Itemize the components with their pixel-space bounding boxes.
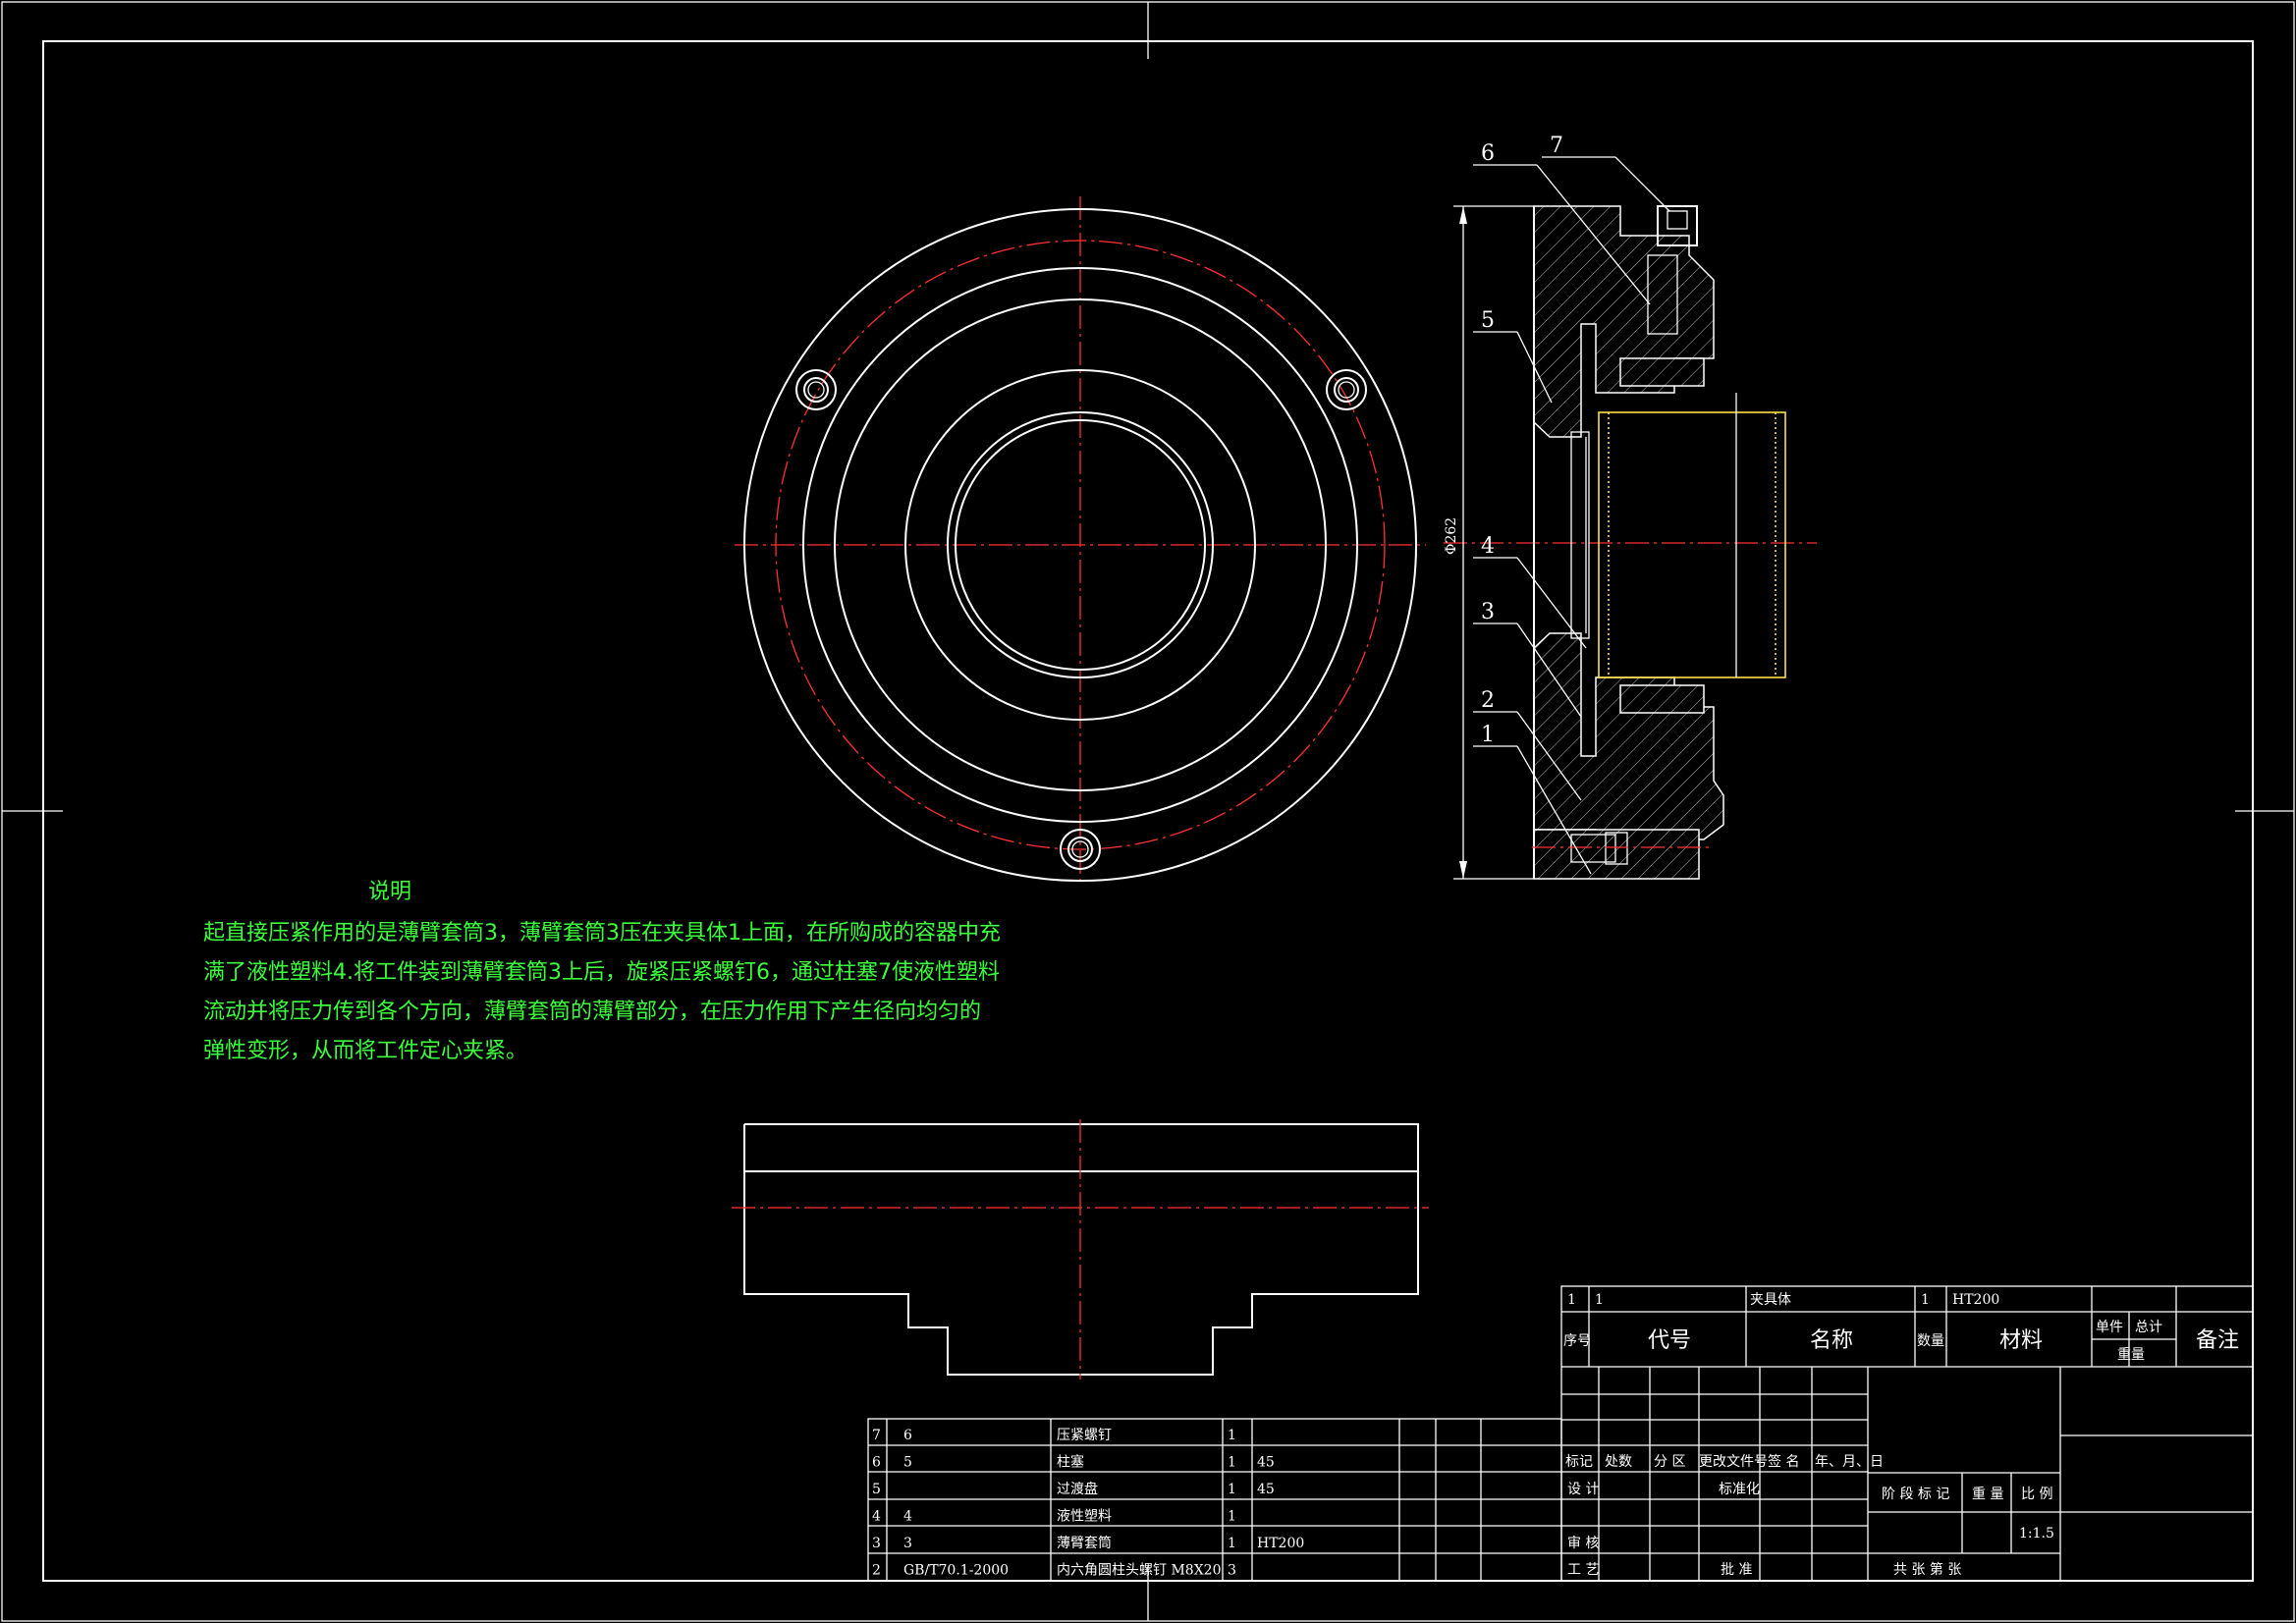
notes-line: 满了液性塑料4.将工件装到薄臂套筒3上后，旋紧压紧螺钉6，通过柱塞7使液性塑料 <box>203 960 1000 985</box>
tb-standard: 标准化 <box>1719 1482 1760 1497</box>
tb-zone: 分 区 <box>1654 1454 1685 1470</box>
bom-cell-seq: 7 <box>872 1428 881 1443</box>
top-row-qty: 1 <box>1921 1292 1930 1308</box>
bom-cell-name: 液性塑料 <box>1057 1509 1112 1525</box>
svg-text:4: 4 <box>1481 534 1495 559</box>
svg-text:2: 2 <box>1481 688 1495 713</box>
balloon-6: 6 <box>1473 141 1651 305</box>
header-weight: 重量 <box>2117 1347 2145 1363</box>
tb-doc-no: 更改文件号 <box>1699 1454 1768 1470</box>
bom-table <box>867 1418 1562 1582</box>
bom-cell-name: 压紧螺钉 <box>1057 1428 1112 1443</box>
svg-text:6: 6 <box>1481 141 1495 166</box>
bom-cell-name: 内六角圆柱头螺钉 M8X20 <box>1057 1563 1221 1579</box>
tb-count: 处数 <box>1605 1454 1632 1470</box>
svg-text:3: 3 <box>1481 600 1495 624</box>
top-row-material: HT200 <box>1952 1292 1999 1308</box>
bom-cell-material: 45 <box>1257 1455 1275 1471</box>
section-view: Φ262 6 7 5 4 3 2 1 <box>1444 134 1817 880</box>
header-seq: 序号 <box>1563 1333 1591 1349</box>
tb-stage: 阶 段 标 记 <box>1882 1487 1949 1502</box>
tb-weight: 重 量 <box>1972 1487 2003 1502</box>
header-material: 材料 <box>1999 1328 2043 1353</box>
header-total: 总计 <box>2135 1320 2162 1335</box>
bom-cell-code: 3 <box>903 1536 912 1551</box>
top-row-code: 1 <box>1595 1292 1604 1308</box>
balloon-3: 3 <box>1473 600 1582 718</box>
bom-cell-code: GB/T70.1-2000 <box>903 1563 1009 1579</box>
tb-scale: 1:1.5 <box>2019 1526 2054 1542</box>
bom-cell-material: HT200 <box>1257 1536 1304 1551</box>
bom-cell-qty: 1 <box>1228 1509 1236 1525</box>
front-view <box>735 196 1426 884</box>
header-unit: 单件 <box>2096 1320 2123 1335</box>
bom-cell-seq: 5 <box>872 1482 881 1497</box>
bom-cell-qty: 3 <box>1228 1563 1236 1579</box>
header-code: 代号 <box>1648 1328 1691 1353</box>
tb-mark: 标记 <box>1565 1454 1593 1470</box>
tb-scale-label: 比 例 <box>2021 1487 2052 1502</box>
tb-sheets: 共 张 第 张 <box>1893 1561 1961 1578</box>
top-row-name: 夹具体 <box>1750 1292 1791 1308</box>
bolt-hole <box>1326 369 1367 410</box>
svg-text:5: 5 <box>1481 308 1495 333</box>
title-block: 1 1 夹具体 1 HT200 序号 代号 名称 数量 材料 单件 总计 重量 … <box>1560 1285 2254 1582</box>
bolt-hole <box>1060 829 1101 870</box>
balloon-4: 4 <box>1473 534 1587 649</box>
svg-text:7: 7 <box>1550 134 1563 158</box>
bom-cell-name: 过渡盘 <box>1057 1481 1098 1497</box>
header-name: 名称 <box>1810 1328 1853 1353</box>
notes-line: 起直接压紧作用的是薄臂套筒3，薄臂套筒3压在夹具体1上面，在所购成的容器中充 <box>203 921 1001 946</box>
bom-cell-code: 5 <box>903 1455 912 1471</box>
bom-cell-qty: 1 <box>1228 1482 1236 1497</box>
bom-cell-code: 4 <box>903 1509 912 1525</box>
notes-line: 流动并将压力传到各个方向，薄臂套筒的薄臂部分，在压力作用下产生径向均匀的 <box>203 1000 982 1024</box>
bom-cell-seq: 4 <box>872 1509 881 1525</box>
top-row-seq: 1 <box>1567 1292 1576 1308</box>
bom-cell-qty: 1 <box>1228 1536 1236 1551</box>
tb-process: 工 艺 <box>1567 1562 1599 1578</box>
bom-cell-seq: 2 <box>872 1563 881 1579</box>
bom-cell-name: 柱塞 <box>1057 1454 1084 1471</box>
bom-cell-qty: 1 <box>1228 1428 1236 1443</box>
bolt-hole <box>795 369 837 410</box>
tb-approve: 批 准 <box>1721 1562 1752 1578</box>
tb-sign: 签 名 <box>1768 1453 1799 1470</box>
diameter-dimension: Φ262 <box>1444 517 1459 555</box>
bom-cell-qty: 1 <box>1228 1455 1236 1471</box>
bom-cell-name: 薄臂套筒 <box>1057 1535 1112 1551</box>
balloon-1: 1 <box>1473 723 1592 875</box>
balloon-2: 2 <box>1473 688 1582 801</box>
bom-cell-seq: 3 <box>872 1536 881 1551</box>
profile-view <box>732 1119 1429 1380</box>
balloon-5: 5 <box>1473 308 1553 404</box>
bom-cell-material: 45 <box>1257 1482 1275 1497</box>
notes-title: 说明 <box>368 880 412 904</box>
header-qty: 数量 <box>1917 1333 1944 1349</box>
balloon-7: 7 <box>1542 134 1670 212</box>
svg-text:1: 1 <box>1481 723 1495 747</box>
tb-check: 审 核 <box>1567 1536 1599 1551</box>
header-remark: 备注 <box>2196 1328 2239 1353</box>
bom-cell-seq: 6 <box>872 1455 881 1471</box>
tb-date: 年、月、日 <box>1815 1454 1884 1470</box>
bom-cell-code: 6 <box>903 1428 912 1443</box>
tb-design: 设 计 <box>1567 1482 1599 1497</box>
notes-line: 弹性变形，从而将工件定心夹紧。 <box>203 1039 528 1063</box>
